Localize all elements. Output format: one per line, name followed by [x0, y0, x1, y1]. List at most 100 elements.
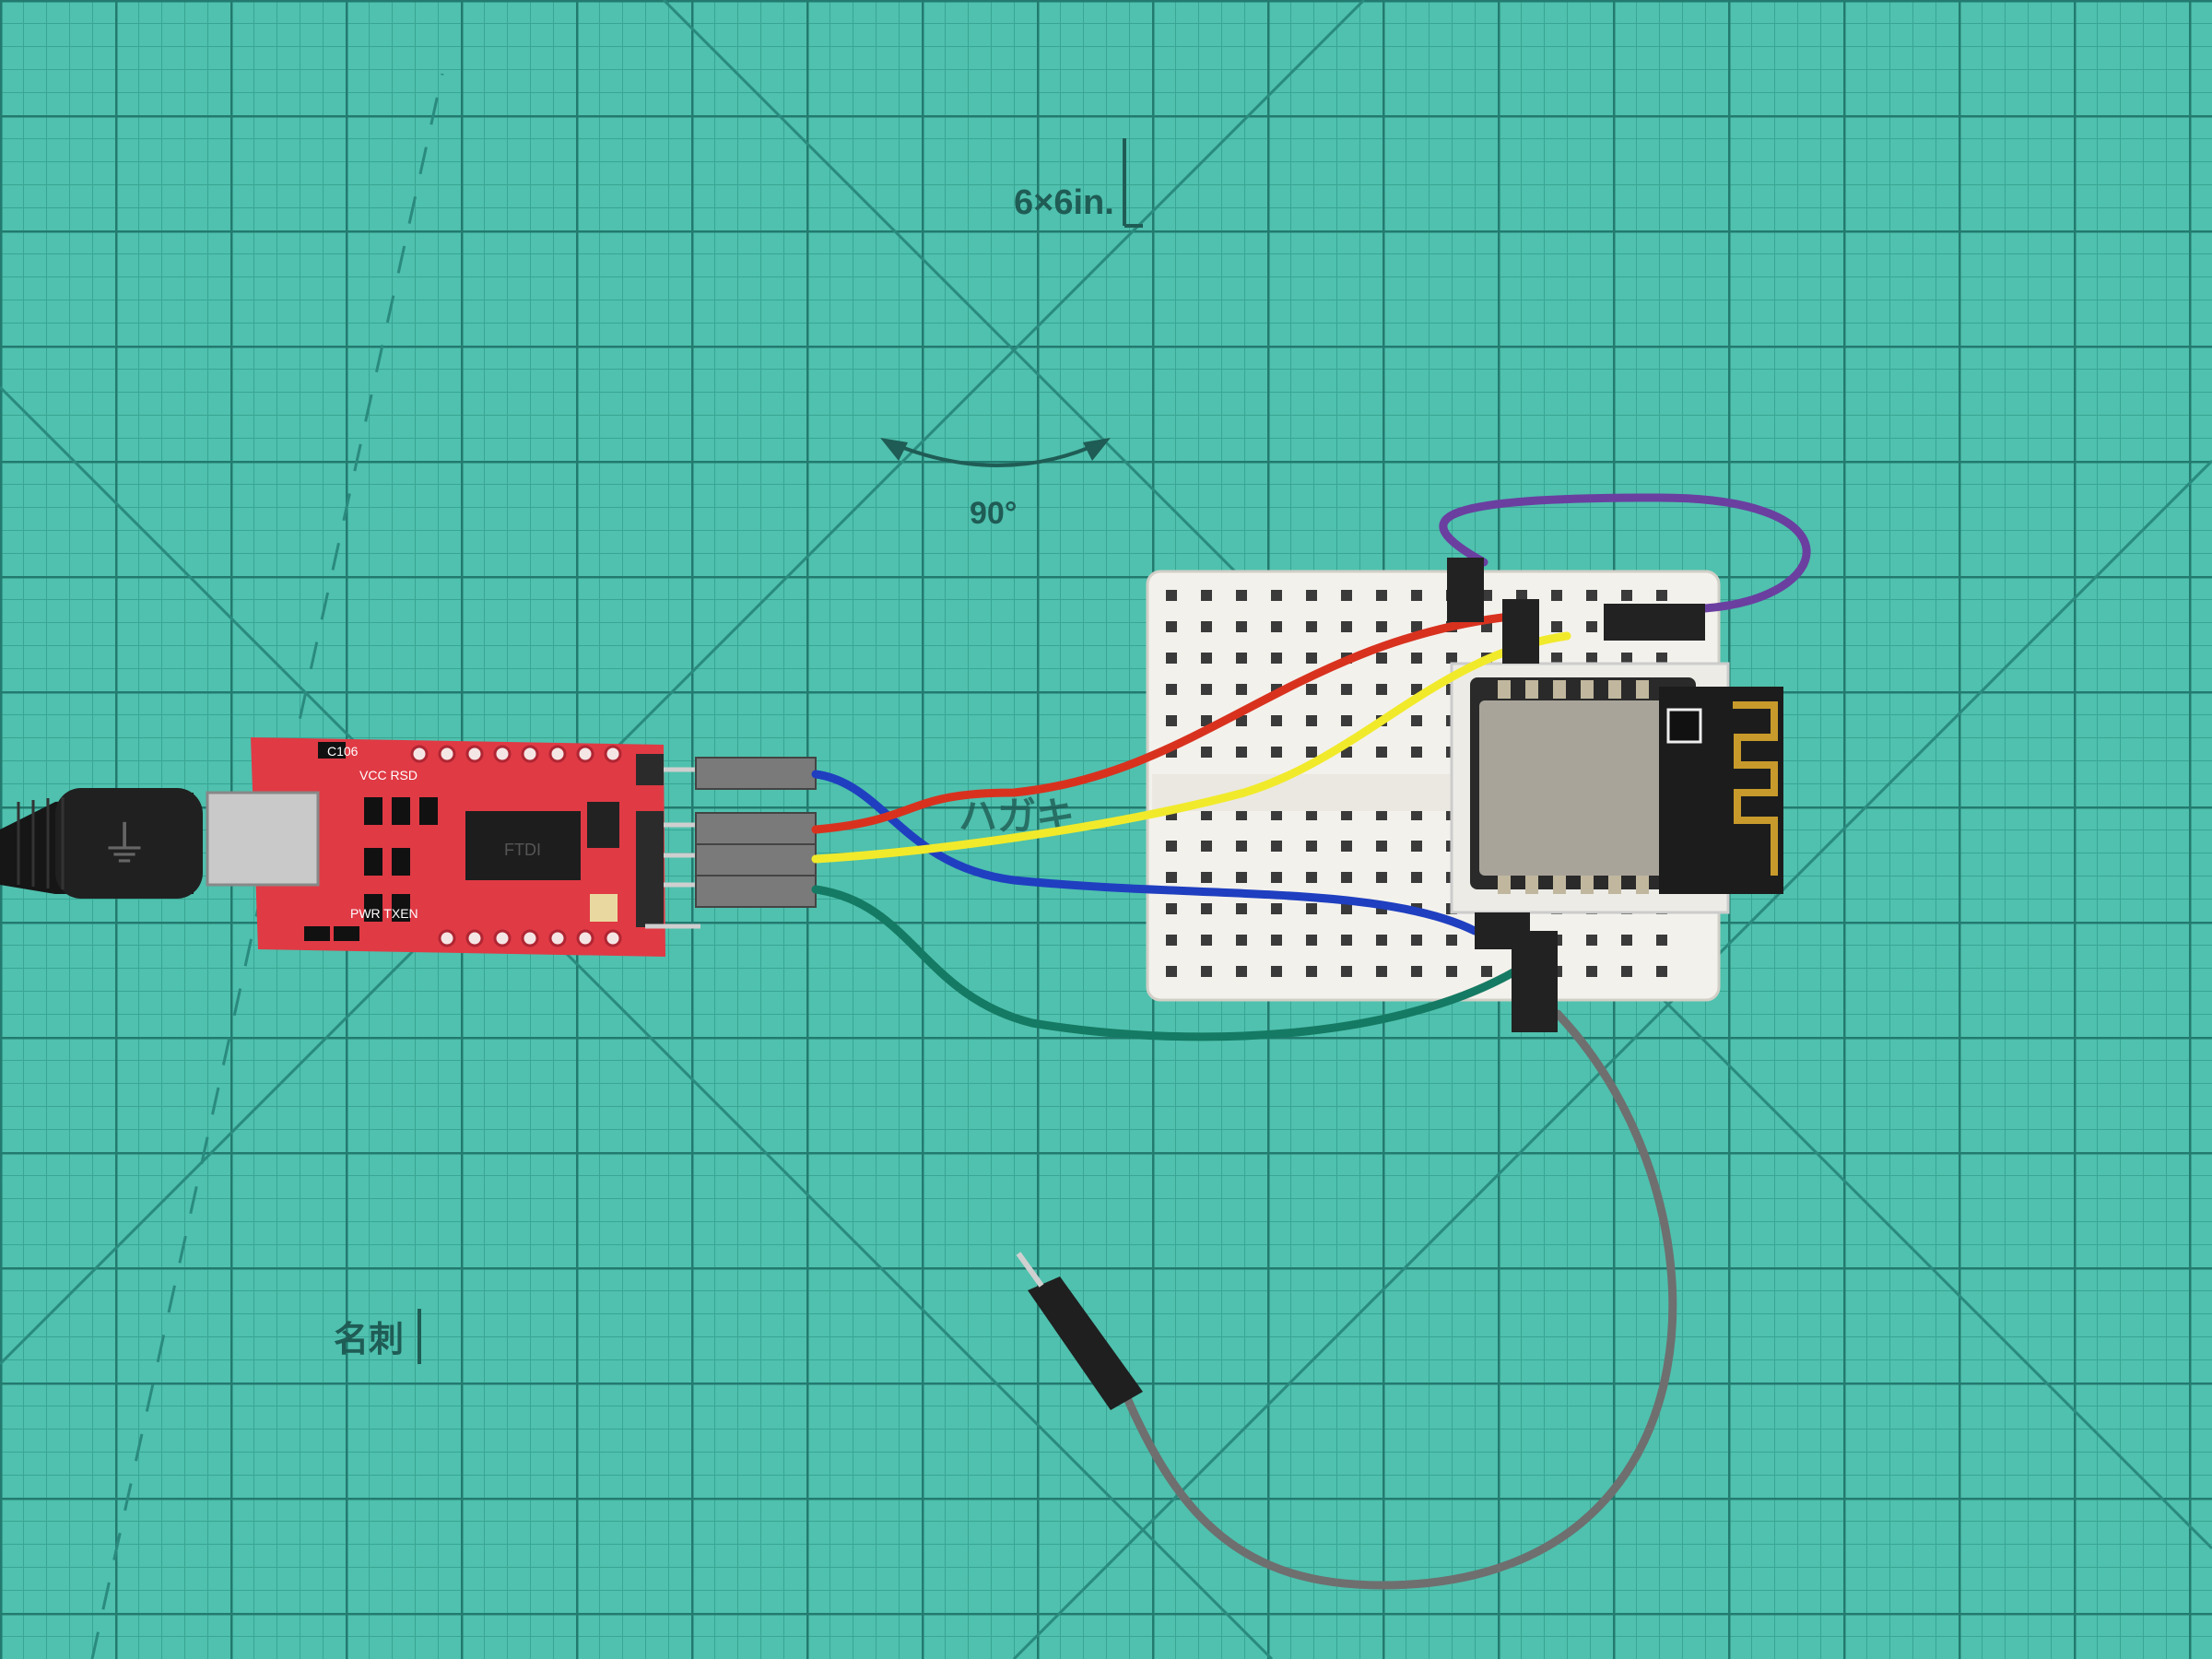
breadboard-hole — [1271, 903, 1282, 914]
breadboard-hole — [1411, 841, 1422, 852]
breadboard-hole — [1271, 935, 1282, 946]
wire-blue — [811, 770, 1479, 935]
breadboard-hole — [1201, 809, 1212, 820]
breadboard-hole — [1236, 747, 1247, 758]
breadboard-hole — [1271, 590, 1282, 601]
breadboard-hole — [1236, 590, 1247, 601]
breadboard-hole — [1551, 653, 1562, 664]
breadboard-hole — [1201, 935, 1212, 946]
breadboard-hole — [1341, 841, 1352, 852]
breadboard-hole — [1411, 621, 1422, 632]
breadboard-hole — [1341, 935, 1352, 946]
mat-label-size: 6×6in. — [1014, 183, 1114, 222]
breadboard-hole — [1516, 590, 1527, 601]
breadboard-hole — [1166, 966, 1177, 977]
breadboard-hole — [1201, 872, 1212, 883]
breadboard-hole — [1271, 872, 1282, 883]
breadboard-hole — [1306, 590, 1317, 601]
breadboard-hole — [1166, 621, 1177, 632]
mat-label-card: 名刺 — [334, 1321, 404, 1359]
breadboard-hole — [1376, 747, 1387, 758]
breadboard-hole — [1376, 590, 1387, 601]
dupont-connectors-ftdi — [695, 757, 817, 908]
breadboard-hole — [1411, 935, 1422, 946]
wire-gray — [1120, 1009, 1677, 1590]
angle-arrow-right — [1083, 438, 1111, 461]
breadboard-hole — [1166, 653, 1177, 664]
breadboard-hole — [1341, 684, 1352, 695]
breadboard-hole — [1621, 590, 1632, 601]
angle-arrow-left — [880, 438, 908, 461]
breadboard-hole — [1271, 966, 1282, 977]
breadboard-hole — [1236, 872, 1247, 883]
breadboard-hole — [1166, 684, 1177, 695]
breadboard-hole — [1586, 590, 1597, 601]
breadboard-hole — [1446, 966, 1457, 977]
breadboard-hole — [1586, 935, 1597, 946]
breadboard-hole — [1376, 841, 1387, 852]
breadboard-hole — [1306, 809, 1317, 820]
breadboard-hole — [1341, 590, 1352, 601]
ftdi-silk-vcc: VCC RSD — [359, 768, 418, 782]
breadboard-hole — [1411, 590, 1422, 601]
breadboard-hole — [1201, 715, 1212, 726]
breadboard-hole — [1411, 653, 1422, 664]
breadboard-hole — [1376, 653, 1387, 664]
breadboard-hole — [1411, 872, 1422, 883]
breadboard-hole — [1271, 653, 1282, 664]
breadboard-hole — [1551, 621, 1562, 632]
breadboard-hole — [1376, 684, 1387, 695]
dupont-connectors-breadboard — [1447, 558, 1705, 1032]
wire-yellow — [811, 631, 1571, 864]
breadboard-hole — [1306, 715, 1317, 726]
breadboard-hole — [1166, 872, 1177, 883]
breadboard-hole — [1271, 841, 1282, 852]
breadboard-hole — [1446, 653, 1457, 664]
breadboard-hole — [1166, 903, 1177, 914]
breadboard-hole — [1166, 935, 1177, 946]
breadboard-hole — [1306, 747, 1317, 758]
breadboard-hole — [1306, 872, 1317, 883]
breadboard-hole — [1376, 935, 1387, 946]
breadboard-hole — [1201, 747, 1212, 758]
breadboard-hole — [1271, 809, 1282, 820]
ftdi-chip — [465, 811, 581, 880]
breadboard-hole — [1306, 684, 1317, 695]
esp-antenna — [1733, 701, 1778, 876]
usb-symbol-icon: ⏚ — [100, 818, 149, 873]
breadboard-hole — [1201, 621, 1212, 632]
breadboard-hole — [1236, 809, 1247, 820]
ftdi-silk-top: C106 — [327, 744, 359, 759]
wire-green — [811, 885, 1553, 1041]
breadboard-hole — [1446, 935, 1457, 946]
breadboard-hole — [1201, 590, 1212, 601]
breadboard-hole — [1376, 966, 1387, 977]
breadboard-hole — [1201, 966, 1212, 977]
breadboard-hole — [1236, 966, 1247, 977]
breadboard-hole — [1586, 966, 1597, 977]
ftdi-chip-label: FTDI — [504, 841, 541, 859]
breadboard-hole — [1201, 653, 1212, 664]
breadboard-hole — [1201, 903, 1212, 914]
breadboard-hole — [1411, 715, 1422, 726]
breadboard-hole — [1656, 590, 1667, 601]
breadboard-hole — [1341, 715, 1352, 726]
breadboard-hole — [1656, 966, 1667, 977]
loose-jumper — [1016, 1252, 1143, 1410]
breadboard-hole — [1271, 715, 1282, 726]
breadboard-hole — [1376, 621, 1387, 632]
breadboard-hole — [1621, 653, 1632, 664]
breadboard-hole — [1236, 715, 1247, 726]
breadboard-hole — [1166, 715, 1177, 726]
mat-label-angle: 90° — [970, 496, 1017, 531]
breadboard-hole — [1376, 872, 1387, 883]
breadboard-hole — [1341, 809, 1352, 820]
breadboard-hole — [1411, 809, 1422, 820]
breadboard-hole — [1166, 841, 1177, 852]
breadboard-hole — [1271, 747, 1282, 758]
breadboard-hole — [1306, 966, 1317, 977]
wire-purple — [1439, 493, 1811, 613]
breadboard-hole — [1306, 621, 1317, 632]
